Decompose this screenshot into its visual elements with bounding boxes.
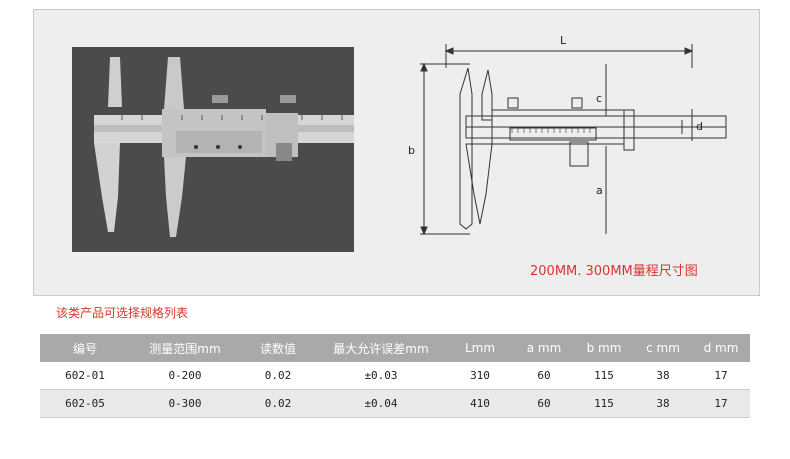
header-cell: Lmm xyxy=(446,334,514,362)
table-cell: 310 xyxy=(446,362,514,390)
header-cell: 最大允许误差mm xyxy=(316,334,446,362)
dim-label-b: b xyxy=(408,144,415,157)
dim-label-c: c xyxy=(596,92,602,105)
table-cell: 38 xyxy=(634,362,692,390)
table-cell: 0.02 xyxy=(240,389,316,418)
spec-list-title: 该类产品可选择规格列表 xyxy=(56,306,189,320)
table-cell: 602-05 xyxy=(40,389,130,418)
dim-label-d: d xyxy=(696,120,703,133)
header-cell: b mm xyxy=(574,334,634,362)
diagram-caption: 200MM. 300MM量程尺寸图 xyxy=(530,264,698,279)
header-cell: 编号 xyxy=(40,334,130,362)
table-cell: 115 xyxy=(574,389,634,418)
table-cell: 60 xyxy=(514,389,574,418)
header-cell: c mm xyxy=(634,334,692,362)
table-row: 602-05 0-300 0.02 ±0.04 410 60 115 38 17 xyxy=(40,389,750,418)
table-cell: 60 xyxy=(514,362,574,390)
table-cell: ±0.04 xyxy=(316,389,446,418)
table-cell: ±0.03 xyxy=(316,362,446,390)
header-cell: a mm xyxy=(514,334,574,362)
table-cell: 115 xyxy=(574,362,634,390)
spec-table-header: 编号 测量范围mm 读数值 最大允许误差mm Lmm a mm b mm c m… xyxy=(40,334,750,362)
table-cell: 17 xyxy=(692,389,750,418)
table-cell: 38 xyxy=(634,389,692,418)
dim-label-L: L xyxy=(560,34,567,47)
table-cell: 0-300 xyxy=(130,389,240,418)
table-cell: 602-01 xyxy=(40,362,130,390)
table-cell: 0-200 xyxy=(130,362,240,390)
spec-table: 编号 测量范围mm 读数值 最大允许误差mm Lmm a mm b mm c m… xyxy=(40,334,750,418)
header-cell: 读数值 xyxy=(240,334,316,362)
caliper-photo xyxy=(72,47,354,252)
dim-label-a: a xyxy=(596,184,603,197)
dimension-drawing: L b c a d xyxy=(400,24,740,249)
table-cell: 410 xyxy=(446,389,514,418)
table-cell: 17 xyxy=(692,362,750,390)
header-cell: d mm xyxy=(692,334,750,362)
table-row: 602-01 0-200 0.02 ±0.03 310 60 115 38 17 xyxy=(40,362,750,390)
table-cell: 0.02 xyxy=(240,362,316,390)
header-cell: 测量范围mm xyxy=(130,334,240,362)
